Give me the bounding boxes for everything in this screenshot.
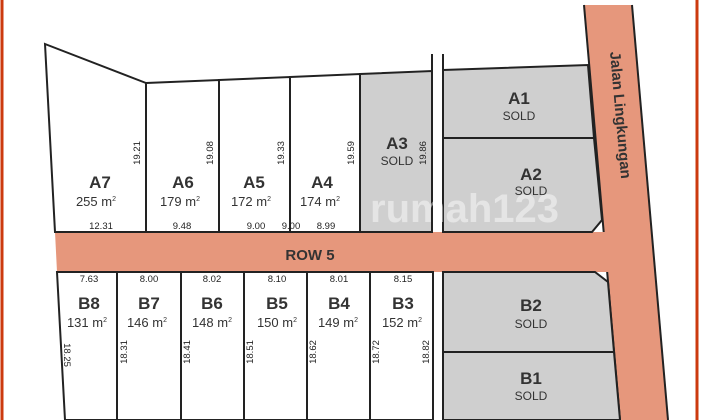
lot-id: A2 [520, 165, 542, 184]
lot-B5[interactable] [243, 271, 308, 420]
lot-B6[interactable] [180, 271, 245, 420]
lot-front-dimension: 8.99 [317, 221, 336, 232]
lot-side-dimension: 18.25 [61, 343, 72, 367]
lot-A5-labels: A5 172 m2 9.00 19.33 [231, 141, 287, 232]
lot-front-dimension: 8.02 [203, 274, 222, 285]
lot-id: A1 [508, 89, 530, 108]
road-row-5 [55, 232, 610, 272]
lot-B5-labels: 8.10 B5 150 m2 18.51 [245, 274, 297, 364]
lot-side-dimension: 18.31 [119, 340, 130, 364]
lot-id: A7 [89, 173, 111, 192]
lot-B8-labels: 7.63 B8 131 m2 18.25 [61, 274, 107, 367]
lot-front-dimension: 9.48 [173, 221, 192, 232]
lot-A1-labels: A1 SOLD [503, 89, 536, 123]
lot-status: SOLD [515, 389, 548, 403]
lot-status: SOLD [515, 184, 548, 198]
lot-side-dimension: 19.59 [346, 141, 357, 165]
lot-area: 255 m2 [76, 194, 116, 209]
lot-side-dimension: 18.62 [308, 340, 319, 364]
lot-B3[interactable] [369, 271, 434, 420]
lot-A4-labels: A4 174 m2 9.00 8.99 19.59 [282, 141, 357, 232]
lot-A3-labels: A3 SOLD 19.86 [381, 134, 429, 168]
lot-B8[interactable] [55, 271, 118, 420]
lot-A6-labels: A6 179 m2 9.48 19.08 [160, 141, 216, 232]
lot-area: 152 m2 [382, 315, 422, 330]
lot-B1-labels: B1 SOLD [515, 369, 548, 403]
lot-side-dimension: 19.33 [276, 141, 287, 165]
lot-front-dimension: 9.00 [282, 221, 301, 232]
lot-B7[interactable] [116, 271, 182, 420]
lot-side-dimension: 19.08 [205, 141, 216, 165]
lot-id: A5 [243, 173, 265, 192]
lot-id: A4 [311, 173, 333, 192]
lot-id: B7 [138, 294, 160, 313]
watermark: rumah123 [370, 187, 559, 231]
lot-side-dimension: 18.51 [245, 340, 256, 364]
lot-id: A3 [386, 134, 408, 153]
lot-area: 146 m2 [127, 315, 167, 330]
lot-side-dimension: 18.82 [421, 340, 432, 364]
lot-status: SOLD [503, 109, 536, 123]
lot-front-dimension: 8.01 [330, 274, 349, 285]
lot-area: 131 m2 [67, 315, 107, 330]
lot-B6-labels: 8.02 B6 148 m2 18.41 [182, 274, 232, 364]
lot-id: B1 [520, 369, 542, 388]
lot-A2-labels: A2 SOLD [515, 165, 548, 198]
lot-front-dimension: 7.63 [80, 274, 99, 285]
lot-B3-labels: 8.15 B3 152 m2 18.72 18.82 [371, 274, 432, 364]
lot-id: B3 [392, 294, 414, 313]
road-label-row-5: ROW 5 [285, 247, 334, 264]
lot-area: 150 m2 [257, 315, 297, 330]
lot-A7-labels: A7 255 m2 12.31 19.21 [76, 141, 143, 232]
lot-id: B4 [328, 294, 350, 313]
lot-status: SOLD [515, 317, 548, 331]
lot-id: B2 [520, 296, 542, 315]
lot-B4[interactable] [306, 271, 371, 420]
lot-side-dimension: 19.86 [418, 141, 429, 165]
lot-front-dimension: 9.00 [247, 221, 266, 232]
lot-side-dimension: 18.41 [182, 340, 193, 364]
lot-area: 172 m2 [231, 194, 271, 209]
lot-id: B5 [266, 294, 288, 313]
lot-side-dimension: 18.72 [371, 340, 382, 364]
road-edge [631, 4, 669, 420]
lot-status: SOLD [381, 154, 414, 168]
lot-id: B6 [201, 294, 223, 313]
lot-id: B8 [78, 294, 100, 313]
lot-area: 174 m2 [300, 194, 340, 209]
lot-area: 149 m2 [318, 315, 358, 330]
lot-side-dimension: 19.21 [132, 141, 143, 165]
lot-area: 148 m2 [192, 315, 232, 330]
lot-B7-labels: 8.00 B7 146 m2 18.31 [119, 274, 167, 364]
lot-B2-labels: B2 SOLD [515, 296, 548, 331]
lot-front-dimension: 12.31 [89, 221, 113, 232]
lot-B4-labels: 8.01 B4 149 m2 18.62 [308, 274, 358, 364]
road-jalan-lingkungan [584, 5, 668, 420]
lot-area: 179 m2 [160, 194, 200, 209]
lot-front-dimension: 8.10 [268, 274, 287, 285]
lot-id: A6 [172, 173, 194, 192]
lot-front-dimension: 8.00 [140, 274, 159, 285]
lot-front-dimension: 8.15 [394, 274, 413, 285]
